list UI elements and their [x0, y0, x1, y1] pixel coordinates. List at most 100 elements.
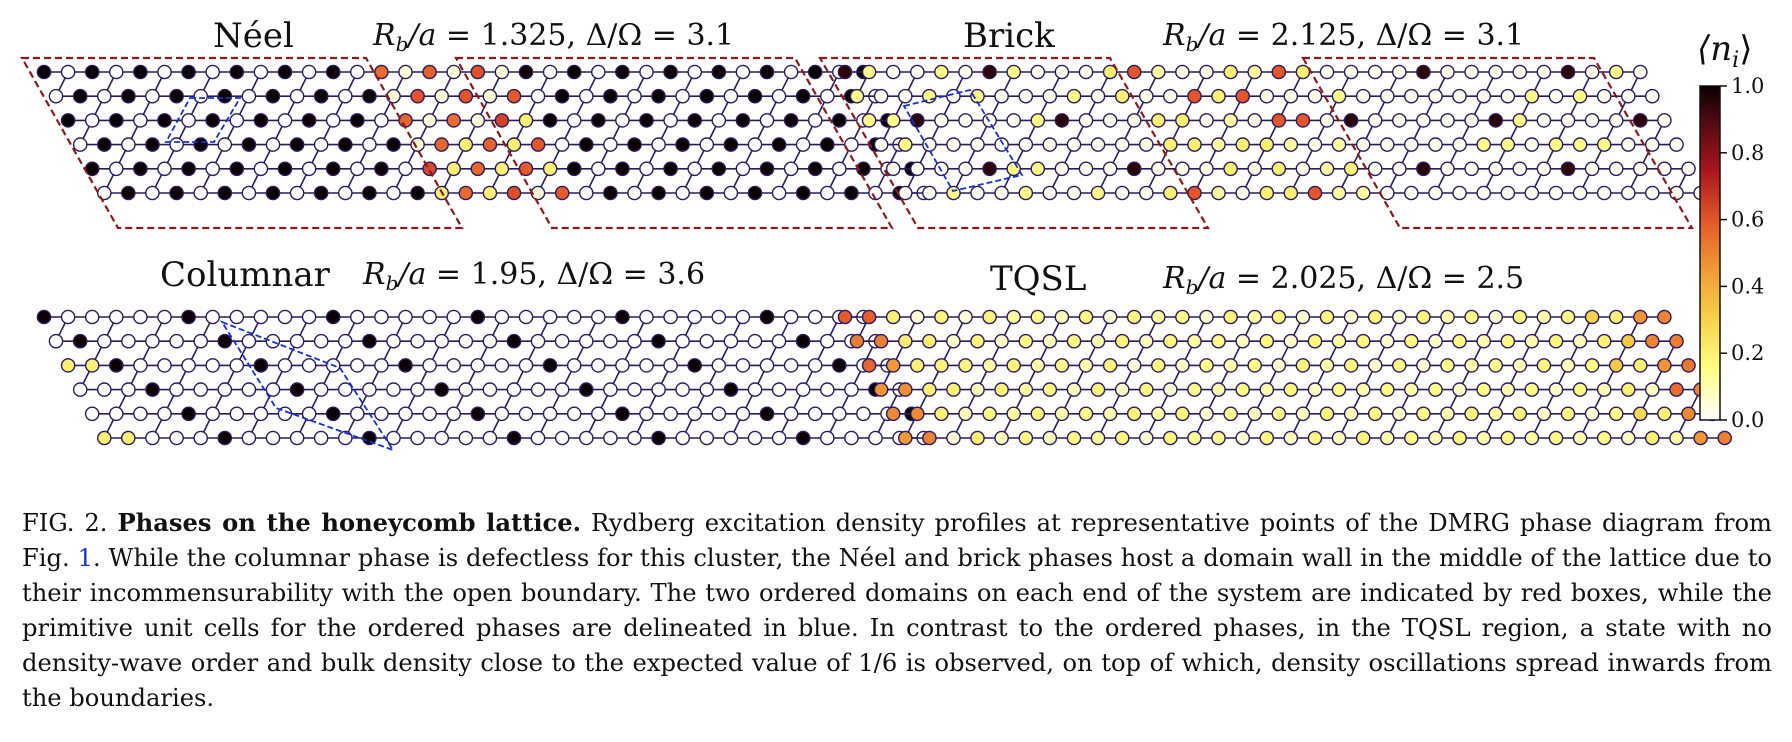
- lattice-site: [253, 406, 269, 422]
- lattice-site: [446, 309, 462, 325]
- lattice-site: [1163, 185, 1178, 201]
- lattice-site: [1331, 333, 1347, 349]
- lattice-site: [1018, 185, 1034, 201]
- lattice-site: [1211, 430, 1226, 446]
- lattice-site: [885, 358, 901, 373]
- lattice-site: [386, 430, 401, 446]
- lattice-site: [145, 430, 160, 446]
- lattice-site: [1126, 406, 1142, 422]
- lattice-site: [1271, 406, 1287, 422]
- lattice-site: [205, 358, 220, 373]
- figure-caption: FIG. 2. Phases on the honeycomb lattice.…: [22, 505, 1772, 716]
- lattice-site: [1560, 309, 1576, 325]
- lattice-site: [1175, 406, 1190, 422]
- lattice-site: [1512, 309, 1528, 325]
- lattice-site: [289, 333, 305, 349]
- lattice-site: [994, 430, 1009, 446]
- lattice-site: [735, 309, 751, 325]
- lattice-site: [1319, 113, 1335, 128]
- lattice-site: [1621, 333, 1636, 349]
- lattice-site: [1126, 161, 1142, 177]
- lattice-site: [711, 358, 727, 373]
- lattice-sites: [837, 64, 1708, 201]
- lattice-site: [84, 309, 100, 325]
- lattice-site: [217, 382, 233, 397]
- lattice-site: [898, 137, 913, 152]
- lattice-site: [1548, 185, 1564, 201]
- lattice-site: [458, 137, 474, 152]
- lattice-site: [1066, 88, 1082, 104]
- lattice-site: [1524, 88, 1540, 104]
- lattice-neel: [36, 64, 932, 201]
- lattice-site: [934, 161, 949, 177]
- lattice-site: [374, 161, 389, 177]
- lattice-site: [1464, 358, 1479, 373]
- lattice-site: [1006, 113, 1022, 128]
- lattice-site: [530, 88, 546, 104]
- lattice-site: [1054, 358, 1070, 373]
- lattice-site: [313, 430, 329, 446]
- lattice-site: [1693, 430, 1708, 446]
- lattice-site: [1392, 406, 1407, 422]
- lattice-site: [699, 88, 715, 104]
- lattice-site: [898, 430, 913, 446]
- lattice-site: [337, 137, 353, 152]
- lattice-site: [898, 382, 913, 397]
- lattice-site: [1163, 137, 1178, 152]
- lattice-site: [898, 88, 913, 104]
- lattice-site: [530, 430, 546, 446]
- lattice-site: [494, 161, 510, 177]
- lattice-site: [434, 137, 449, 152]
- lattice-site: [337, 88, 353, 104]
- lattice-site: [861, 309, 877, 325]
- lattice-site: [157, 161, 172, 177]
- lattice-site: [982, 161, 997, 177]
- lattice-site: [651, 137, 666, 152]
- lattice-site: [410, 137, 425, 152]
- lattice-site: [1596, 382, 1612, 397]
- lattice-site: [747, 88, 763, 104]
- lattice-site: [1355, 382, 1371, 397]
- lattice-site: [1657, 358, 1672, 373]
- lattice-site: [1584, 309, 1600, 325]
- lattice-site: [1114, 382, 1130, 397]
- lattice-site: [84, 358, 100, 373]
- lattice-site: [1452, 88, 1467, 104]
- lattice-site: [1283, 88, 1299, 104]
- lattice-site: [72, 137, 88, 152]
- lattice-site: [699, 137, 715, 152]
- lattice-site: [1102, 64, 1118, 80]
- lattice-site: [1380, 333, 1395, 349]
- lattice-site: [1271, 113, 1287, 128]
- lattice-site: [362, 382, 377, 397]
- caption-figure-ref[interactable]: 1: [77, 544, 93, 572]
- panel-params-columnar: Rb/a = 1.95, Δ/Ω = 3.6: [362, 257, 705, 295]
- lattice-site: [229, 309, 245, 325]
- lattice-site: [1524, 333, 1540, 349]
- lattice-site: [946, 88, 961, 104]
- lattice-site: [205, 113, 220, 128]
- lattice-site: [1223, 309, 1238, 325]
- lattice-site: [675, 137, 690, 152]
- unit-cell-neel: [164, 97, 242, 143]
- lattice-site: [934, 64, 949, 80]
- lattice-site: [289, 88, 305, 104]
- colorbar-tick-label: 0.8: [1731, 141, 1764, 165]
- lattice-site: [1235, 137, 1250, 152]
- lattice-site: [795, 333, 811, 349]
- lattice-site: [1367, 358, 1383, 373]
- lattice-site: [1247, 64, 1262, 80]
- lattice-site: [651, 430, 666, 446]
- lattice-site: [687, 113, 703, 128]
- lattice-site: [675, 333, 690, 349]
- lattice-site: [795, 382, 811, 397]
- lattice-site: [362, 88, 377, 104]
- lattice-site: [820, 185, 835, 201]
- lattice-site: [1090, 185, 1106, 201]
- lattice-site: [675, 88, 690, 104]
- lattice-site: [735, 161, 751, 177]
- lattice-site: [1090, 430, 1106, 446]
- lattice-site: [832, 358, 847, 373]
- lattice-site: [946, 137, 961, 152]
- lattice-site: [1608, 161, 1624, 177]
